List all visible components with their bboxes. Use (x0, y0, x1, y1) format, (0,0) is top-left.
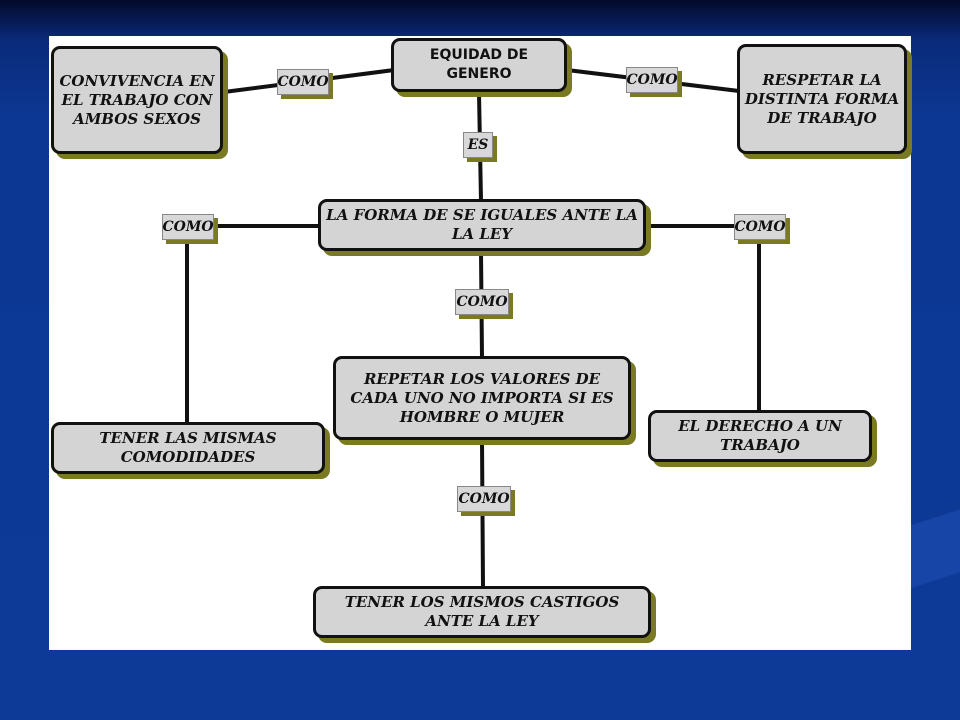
label-como-bottom: COMO (457, 486, 511, 512)
label-como-center-left: COMO (162, 214, 214, 240)
connector-middle-bottom (480, 439, 485, 589)
label-como-top-right: COMO (626, 67, 678, 93)
node-comodidades: TENER LAS MISMAS COMODIDADES (51, 422, 325, 474)
node-castigos: TENER LOS MISMOS CASTIGOS ANTE LA LEY (313, 586, 651, 638)
label-como-top-left: COMO (277, 69, 329, 95)
label-como-center-down: COMO (455, 289, 509, 315)
concept-map: EQUIDAD DE GENERO CONVIVENCIA EN EL TRAB… (49, 36, 911, 650)
node-derecho-trabajo: EL DERECHO A UN TRABAJO (648, 410, 872, 462)
label-como-center-right: COMO (734, 214, 786, 240)
node-forma-iguales: LA FORMA DE SE IGUALES ANTE LA LA LEY (318, 199, 646, 251)
connector-lines (185, 68, 761, 589)
node-convivencia: CONVIVENCIA EN EL TRABAJO CON AMBOS SEXO… (51, 46, 223, 154)
root-node: EQUIDAD DE GENERO (391, 38, 567, 92)
label-es: ES (463, 132, 493, 158)
node-valores: REPETAR LOS VALORES DE CADA UNO NO IMPOR… (333, 356, 631, 440)
node-respetar: RESPETAR LA DISTINTA FORMA DE TRABAJO (737, 44, 907, 154)
